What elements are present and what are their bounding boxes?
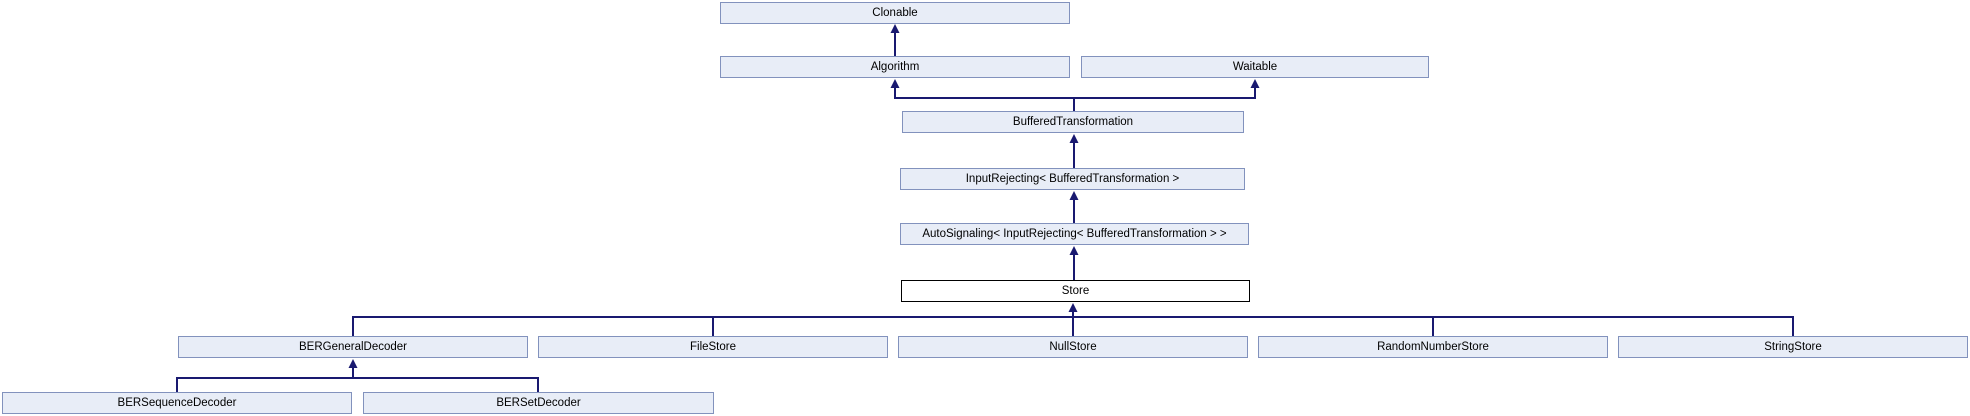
node-waitable[interactable]: Waitable (1081, 56, 1429, 78)
node-ber-set-decoder[interactable]: BERSetDecoder (363, 392, 714, 414)
edge-children-store-bus (352, 310, 1794, 336)
node-store-current: Store (901, 280, 1250, 302)
node-auto-signaling[interactable]: AutoSignaling< InputRejecting< BufferedT… (900, 223, 1249, 245)
node-string-store[interactable]: StringStore (1618, 336, 1968, 358)
node-ber-general-decoder[interactable]: BERGeneralDecoder (178, 336, 528, 358)
arrowhead-bufferedtransformation (1069, 134, 1079, 143)
arrowhead-store (1068, 303, 1078, 312)
node-null-store[interactable]: NullStore (898, 336, 1248, 358)
edge-bufferedtransformation-bus (894, 85, 1256, 111)
node-clonable[interactable]: Clonable (720, 2, 1070, 24)
arrowhead-inputrejecting (1069, 191, 1079, 200)
edge-berdecoders-bus (176, 366, 539, 392)
node-algorithm[interactable]: Algorithm (720, 56, 1070, 78)
arrowhead-algorithm (890, 79, 900, 88)
node-input-rejecting[interactable]: InputRejecting< BufferedTransformation > (900, 168, 1245, 190)
arrowhead-clonable (890, 24, 900, 33)
arrowhead-bergeneraldecoder (348, 359, 358, 368)
node-ber-sequence-decoder[interactable]: BERSequenceDecoder (2, 392, 352, 414)
arrowhead-autosignaling (1069, 246, 1079, 255)
arrowhead-waitable (1250, 79, 1260, 88)
node-buffered-transformation[interactable]: BufferedTransformation (902, 111, 1244, 133)
node-random-number-store[interactable]: RandomNumberStore (1258, 336, 1608, 358)
node-file-store[interactable]: FileStore (538, 336, 888, 358)
